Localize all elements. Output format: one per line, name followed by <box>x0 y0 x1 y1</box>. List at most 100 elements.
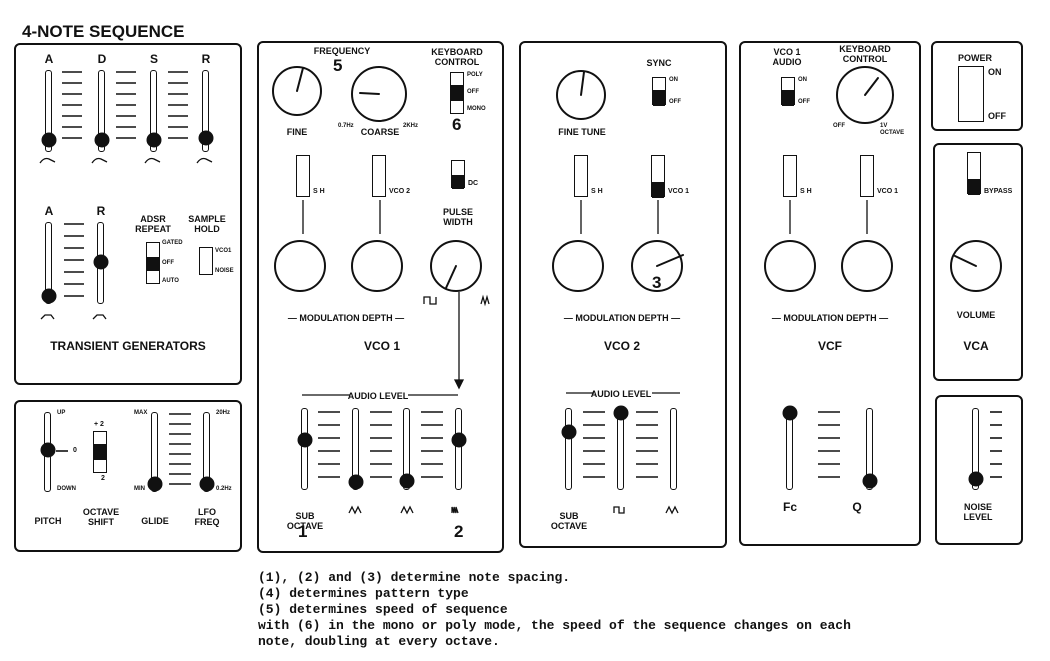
glide-slider-knob[interactable] <box>147 476 163 492</box>
caption-line-2: (4) determines pattern type <box>258 586 469 601</box>
fc-label: Fc <box>782 500 798 514</box>
vco2-sh-label: S H <box>591 188 603 195</box>
fine-knob[interactable] <box>272 66 322 116</box>
vco1-mod2-waveform-switch[interactable] <box>372 155 386 197</box>
lfo-freq-label: LFO FREQ <box>194 507 220 527</box>
attack-label: A <box>44 52 54 66</box>
ar-attack-slider-track[interactable] <box>45 222 52 304</box>
pulse-width-label: PULSE WIDTH <box>442 207 473 227</box>
vco1-saw-slider-track[interactable] <box>352 408 359 490</box>
glide-ticks <box>56 413 191 485</box>
vca-bypass-switch[interactable] <box>967 152 981 195</box>
octave-shift-switch[interactable] <box>93 431 107 473</box>
q-label: Q <box>852 500 862 514</box>
power-label: POWER <box>957 53 993 63</box>
sync-switch[interactable] <box>652 77 666 106</box>
kbd-mono-label: MONO <box>467 106 486 112</box>
adsr-repeat-label: ADSR REPEAT <box>135 214 171 234</box>
vcf-ticks <box>818 411 840 478</box>
release-slider-knob[interactable] <box>198 130 214 146</box>
vco2-mod2-waveform-switch[interactable] <box>651 155 665 198</box>
noise-level-slider-track[interactable] <box>972 408 979 490</box>
kbd-poly-label: POLY <box>467 72 483 78</box>
keyboard-control-switch[interactable] <box>450 72 464 114</box>
vco1-triangle-slider-knob[interactable] <box>399 473 415 489</box>
vco1-pulse-slider-track[interactable] <box>455 408 462 490</box>
vco2-saw-slider-track[interactable] <box>670 408 677 490</box>
sync-off-label: OFF <box>669 99 681 105</box>
power-switch[interactable] <box>958 66 984 122</box>
release-slider-track[interactable] <box>202 70 209 152</box>
sync-label: SYNC <box>646 58 672 68</box>
octave-minus2-label: 2 <box>101 475 105 482</box>
decay-slider-knob[interactable] <box>94 132 110 148</box>
lfo-20hz-label: 20Hz <box>216 410 231 416</box>
vco1-sub-octave-slider-knob[interactable] <box>297 432 313 448</box>
lfo-freq-slider-knob[interactable] <box>199 476 215 492</box>
vcf-mod-depth-2-knob[interactable] <box>841 240 893 292</box>
callout-1: 1 <box>298 522 308 541</box>
vcf-mod-depth-1-knob[interactable] <box>764 240 816 292</box>
sh-vco1-label: VCO1 <box>215 248 232 254</box>
octave-shift-label: OCTAVE SHIFT <box>82 507 120 527</box>
ar-release-slider-knob[interactable] <box>93 254 109 270</box>
vco2-audio-ticks <box>583 411 658 478</box>
decay-slider-track[interactable] <box>98 70 105 152</box>
caption-line-5: note, doubling at every octave. <box>258 634 500 649</box>
vco2-mod1-waveform-switch[interactable] <box>574 155 588 197</box>
vco1-mod-depth-1-knob[interactable] <box>274 240 326 292</box>
sample-hold-switch[interactable] <box>199 247 213 275</box>
octave-plus2-label: + 2 <box>94 421 104 428</box>
vcf-kbd-indicator <box>864 77 879 96</box>
sync-on-label: ON <box>669 77 678 83</box>
ar-attack-slider-knob[interactable] <box>41 288 57 304</box>
vco1-panel <box>257 41 504 553</box>
sustain-slider-track[interactable] <box>150 70 157 152</box>
auto-label: AUTO <box>162 278 179 284</box>
sustain-slider-knob[interactable] <box>146 132 162 148</box>
fine-tune-label: FINE TUNE <box>558 127 606 137</box>
noise-ticks <box>990 411 1002 478</box>
transient-panel <box>14 43 242 385</box>
vco2-square-slider-knob[interactable] <box>613 405 629 421</box>
vco1-saw-slider-knob[interactable] <box>348 474 364 490</box>
glide-max-label: MAX <box>134 410 148 416</box>
attack-slider-track[interactable] <box>45 70 52 152</box>
noise-level-slider-knob[interactable] <box>968 471 984 487</box>
vco2-sub-octave-slider-track[interactable] <box>565 408 572 490</box>
glide-slider-track[interactable] <box>151 412 158 492</box>
pitch-down-label: DOWN <box>57 486 76 492</box>
frequency-label: FREQUENCY <box>313 46 371 56</box>
vco1-sub-octave-slider-track[interactable] <box>301 408 308 490</box>
power-off-label: OFF <box>988 111 1006 121</box>
vco1-triangle-slider-track[interactable] <box>403 408 410 490</box>
vco2-sub-octave-slider-knob[interactable] <box>561 424 577 440</box>
vco1-pulse-slider-knob[interactable] <box>451 432 467 448</box>
vco1-audio-level-label: AUDIO LEVEL <box>347 391 409 401</box>
vco1-mod-depth-2-knob[interactable] <box>351 240 403 292</box>
transient-generators-label: TRANSIENT GENERATORS <box>50 339 206 353</box>
pitch-wheel-knob[interactable] <box>40 442 56 458</box>
vco1-audio-off-label: OFF <box>798 99 810 105</box>
vco1-mod1-waveform-switch[interactable] <box>296 155 310 197</box>
sh-noise-label: NOISE <box>215 268 234 274</box>
q-slider-knob[interactable] <box>862 473 878 489</box>
glide-label: GLIDE <box>141 516 169 526</box>
vco1-audio-switch[interactable] <box>781 77 795 106</box>
ar-release-label: R <box>96 204 106 218</box>
vco2-vco1-label: VCO 1 <box>668 188 690 195</box>
caption-line-3: (5) determines speed of sequence <box>258 602 508 617</box>
vcf-kbd-oct-label: 1V OCTAVE <box>880 123 905 136</box>
q-slider-track[interactable] <box>866 408 873 490</box>
fc-slider-knob[interactable] <box>782 405 798 421</box>
vcf-mod2-waveform-switch[interactable] <box>860 155 874 197</box>
vco2-mod-depth-1-knob[interactable] <box>552 240 604 292</box>
adsr-repeat-switch[interactable] <box>146 242 160 284</box>
attack-slider-knob[interactable] <box>41 132 57 148</box>
vco1-dc-switch[interactable] <box>451 160 465 189</box>
vco1-vco2-label: VCO 2 <box>389 188 411 195</box>
vcf-mod1-waveform-switch[interactable] <box>783 155 797 197</box>
sample-hold-label: SAMPLE HOLD <box>188 214 226 234</box>
vco2-sub-octave-label: SUB OCTAVE <box>550 511 588 531</box>
lfo-freq-slider-track[interactable] <box>203 412 210 492</box>
